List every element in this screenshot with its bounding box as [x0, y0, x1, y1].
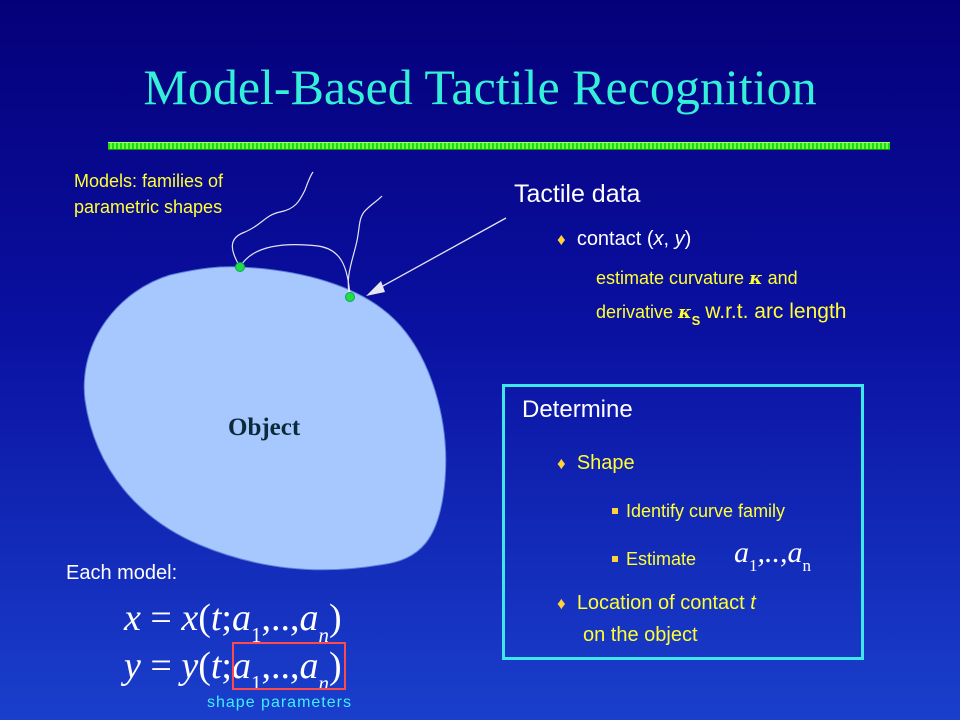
location-line2: on the object: [583, 624, 698, 646]
kappa-s-symbol: κS: [678, 302, 700, 328]
derivative-text: derivative: [596, 302, 674, 322]
estimate-curvature-line: estimate curvature κ and: [596, 268, 798, 289]
eq-x-fn: x: [181, 597, 199, 639]
eq-y-sub1: 1: [250, 670, 262, 695]
eq-x-sub1: 1: [250, 622, 262, 647]
each-model-text: Each model: [66, 562, 172, 584]
shape-parameters-caption: shape parameters: [207, 694, 352, 711]
diamond-bullet-icon: ♦: [557, 454, 566, 473]
estimate-derivative-line: derivative κS w.r.t. arc length: [596, 300, 847, 328]
determine-box: [502, 384, 864, 660]
eq-x-open: (: [198, 597, 211, 639]
models-caption: Models: families of parametric shapes: [74, 168, 223, 220]
contact-sep: ,: [663, 228, 675, 250]
eq-y-open: (: [198, 645, 211, 687]
identify-sub-bullet: Identify curve family: [612, 501, 785, 522]
eq-x-dots: ,..,: [261, 597, 300, 639]
page-title: Model-Based Tactile Recognition: [143, 59, 817, 115]
equation-y: y = y(t;a1,..,an): [124, 644, 342, 695]
model-curve-1: [231, 171, 314, 268]
shape-bullet: ♦ Shape: [557, 452, 635, 475]
params-formula: a1,..,an: [734, 536, 812, 575]
eq-y-subn: n: [318, 670, 329, 695]
each-model-label: Each model:: [66, 562, 177, 585]
diamond-bullet-icon: ♦: [557, 230, 566, 249]
param-a1: a: [734, 536, 749, 569]
model-curve-2: [239, 244, 351, 298]
object-label: Object: [228, 414, 301, 441]
param-sub-1: 1: [749, 556, 758, 575]
kappa-s-sub: S: [691, 312, 701, 328]
eq-x-a1: a: [231, 597, 251, 639]
eq-x-lhs: x: [124, 597, 141, 639]
kappa-symbol: κ: [749, 268, 763, 289]
contact-x: x: [653, 228, 664, 250]
determine-heading: Determine: [522, 396, 633, 423]
diamond-bullet-icon: ♦: [557, 594, 566, 613]
eq-y-a1: a: [231, 645, 251, 687]
equation-x: x = x(t;a1,..,an): [124, 596, 342, 647]
model-curve-3: [347, 195, 383, 298]
contact-suffix: ): [684, 228, 692, 250]
eq-x-equals: =: [140, 597, 182, 639]
contact-point-2: [345, 292, 355, 302]
eq-x-an: a: [299, 597, 319, 639]
contact-y: y: [674, 228, 685, 250]
square-bullet-icon: [612, 556, 618, 562]
estimate-sub-bullet: Estimate: [612, 549, 696, 570]
pointer-arrow: [371, 217, 507, 293]
location-text: Location of contact: [576, 592, 745, 614]
each-model-colon: :: [171, 562, 178, 584]
eq-y-close: ): [328, 645, 342, 687]
eq-y-an: a: [299, 645, 319, 687]
location-t: t: [750, 592, 756, 614]
param-sub-n: n: [802, 556, 812, 575]
estimate-text: Estimate: [626, 549, 697, 569]
eq-x-subn: n: [318, 622, 329, 647]
object-blob: [83, 266, 447, 571]
eq-y-semi: ;: [221, 645, 232, 687]
contact-text: contact (: [576, 228, 654, 250]
shape-parameters-highlight: [232, 642, 346, 690]
kappa-s-base: κ: [678, 302, 692, 323]
eq-y-lhs: y: [124, 645, 141, 687]
estimate-curvature-text: estimate curvature: [596, 268, 745, 288]
tactile-data-heading: Tactile data: [514, 180, 641, 208]
models-caption-line2: parametric shapes: [74, 197, 223, 217]
eq-y-equals: =: [140, 645, 182, 687]
eq-x-semi: ;: [221, 597, 232, 639]
eq-y-t: t: [210, 645, 222, 687]
contact-bullet: ♦ contact (x, y): [557, 228, 691, 251]
shape-text: Shape: [576, 452, 635, 474]
models-caption-line1: Models: families of: [74, 171, 224, 191]
location-bullet: ♦ Location of contact t: [557, 592, 756, 615]
arrow-head-icon: [366, 281, 385, 296]
eq-x-close: ): [328, 597, 342, 639]
eq-x-t: t: [210, 597, 222, 639]
and-text: and: [767, 268, 798, 288]
param-dots: ,..,: [757, 536, 788, 569]
contact-point-1: [235, 262, 245, 272]
eq-y-dots: ,..,: [261, 645, 300, 687]
eq-y-fn: y: [181, 645, 199, 687]
title-divider: [108, 142, 890, 150]
arc-length-text: w.r.t. arc length: [705, 300, 847, 323]
param-an: a: [787, 536, 803, 569]
identify-text: Identify curve family: [626, 501, 786, 521]
square-bullet-icon: [612, 508, 618, 514]
